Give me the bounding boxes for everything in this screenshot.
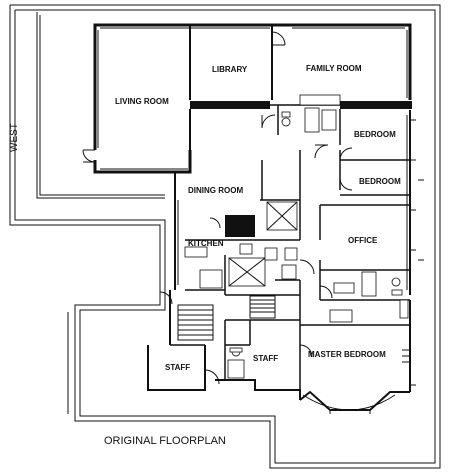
orientation-label: WEST — [9, 123, 20, 152]
room-label-dining-room: DINING ROOM — [188, 186, 243, 195]
solid-wall-block — [190, 101, 270, 109]
room-label-master-bedroom: MASTER BEDROOM — [308, 350, 386, 359]
exterior-walls — [93, 23, 412, 400]
solid-wall-block-east — [340, 101, 412, 109]
room-label-office: OFFICE — [348, 236, 378, 245]
room-label-kitchen: KITCHEN — [188, 239, 224, 248]
floorplan-caption: ORIGINAL FLOORPLAN — [104, 435, 226, 447]
kitchen-counters — [184, 243, 298, 289]
room-label-staff-2: STAFF — [253, 354, 278, 363]
solid-wall-kitchen — [225, 215, 255, 237]
bath-fixtures — [227, 94, 409, 379]
room-label-bedroom-1: BEDROOM — [354, 130, 396, 139]
staircase — [177, 295, 276, 341]
room-label-living-room: LIVING ROOM — [115, 97, 169, 106]
room-label-bedroom-2: BEDROOM — [359, 177, 401, 186]
doors — [82, 31, 353, 385]
room-label-library: LIBRARY — [212, 65, 248, 74]
windows — [97, 27, 408, 290]
master-bedroom-bay — [299, 390, 410, 414]
room-label-staff-1: STAFF — [165, 363, 190, 372]
site-boundary — [9, 4, 441, 469]
shafts — [228, 201, 298, 287]
room-label-family-room: FAMILY ROOM — [306, 64, 362, 73]
wall-ticks — [402, 119, 424, 386]
